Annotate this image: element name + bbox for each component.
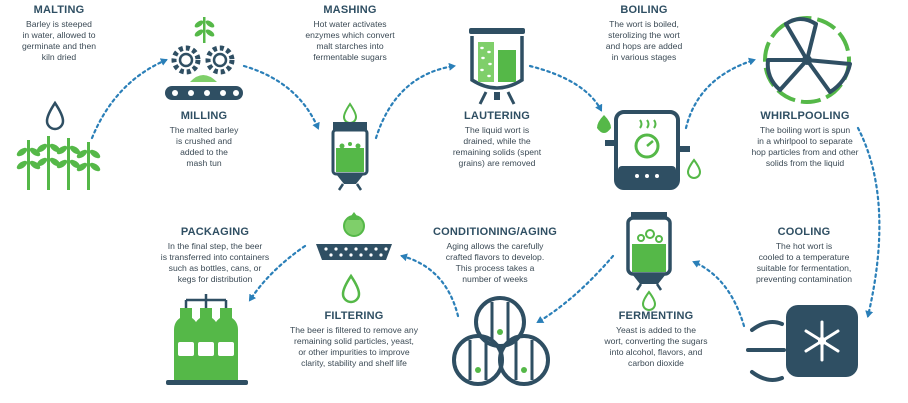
- mashing-icon: [331, 102, 369, 191]
- step-title: BOILING: [620, 4, 668, 16]
- step-title: MASHING: [323, 4, 377, 16]
- milling-icon: [165, 17, 243, 100]
- step-description: The boiling wort is spun in a whirlpool …: [751, 125, 859, 168]
- step-whirlpooling: WHIRLPOOLING The boiling wort is spun in…: [730, 110, 880, 169]
- step-mashing: MASHING Hot water activates enzymes whic…: [284, 4, 416, 63]
- step-description: The beer is filtered to remove any remai…: [289, 325, 418, 368]
- step-title: MILLING: [180, 110, 228, 122]
- step-description: Aging allows the carefully crafted flavo…: [445, 241, 545, 284]
- arrow-milling-to-mashing: [242, 64, 320, 130]
- step-title: FERMENTING: [618, 310, 694, 322]
- lautering-icon: [469, 28, 525, 105]
- conditioning-aging-icon: [341, 273, 550, 386]
- step-malting: MALTING Barley is steeped in water, allo…: [4, 4, 114, 63]
- step-description: The hot wort is cooled to a temperature …: [755, 241, 853, 284]
- boiling-icon: [597, 110, 702, 190]
- arrow-whirlpooling-to-cooling: [856, 126, 881, 318]
- step-title: PACKAGING: [180, 226, 250, 238]
- step-packaging: PACKAGING In the final step, the beer is…: [140, 226, 290, 285]
- step-title: CONDITIONING/AGING: [433, 226, 557, 238]
- step-lautering: LAUTERING The liquid wort is drained, wh…: [430, 110, 564, 169]
- step-conditioning-aging: CONDITIONING/AGING Aging allows the care…: [420, 226, 570, 285]
- step-description: The malted barley is crushed and added t…: [169, 125, 239, 168]
- step-title: LAUTERING: [464, 110, 530, 122]
- step-milling: MILLING The malted barley is crushed and…: [144, 110, 264, 169]
- packaging-icon: [166, 294, 248, 385]
- arrow-boiling-to-whirlpooling: [684, 57, 756, 130]
- arrow-filtering-to-packaging: [248, 244, 307, 302]
- arrow-cooling-to-fermenting: [692, 260, 746, 328]
- filtering-icon: [316, 212, 392, 260]
- step-title: COOLING: [777, 226, 831, 238]
- step-title: WHIRLPOOLING: [760, 110, 850, 122]
- step-description: The liquid wort is drained, while the re…: [452, 125, 542, 168]
- arrow-mashing-to-lautering: [374, 62, 456, 140]
- step-cooling: COOLING The hot wort is cooled to a temp…: [734, 226, 874, 285]
- step-description: The wort is boiled, sterolizing the wort…: [605, 19, 683, 62]
- step-description: Yeast is added to the wort, converting t…: [604, 325, 708, 368]
- cooling-icon: [746, 305, 858, 382]
- step-title: MALTING: [33, 4, 85, 16]
- step-fermenting: FERMENTING Yeast is added to the wort, c…: [582, 310, 730, 369]
- arrow-lautering-to-boiling: [528, 64, 603, 112]
- step-description: Hot water activates enzymes which conver…: [305, 19, 395, 62]
- malting-icon: [16, 100, 101, 190]
- arrow-conditioning-to-filtering: [400, 253, 460, 318]
- step-filtering: FILTERING The beer is filtered to remove…: [266, 310, 442, 369]
- step-title: FILTERING: [324, 310, 384, 322]
- step-description: Barley is steeped in water, allowed to g…: [21, 19, 97, 62]
- arrow-malting-to-milling: [90, 58, 168, 140]
- whirlpooling-icon: [763, 16, 852, 104]
- fermenting-icon: [626, 212, 672, 311]
- step-boiling: BOILING The wort is boiled, sterolizing …: [582, 4, 706, 63]
- arrow-fermenting-to-conditioning: [536, 254, 615, 324]
- step-description: In the final step, the beer is transferr…: [160, 241, 270, 284]
